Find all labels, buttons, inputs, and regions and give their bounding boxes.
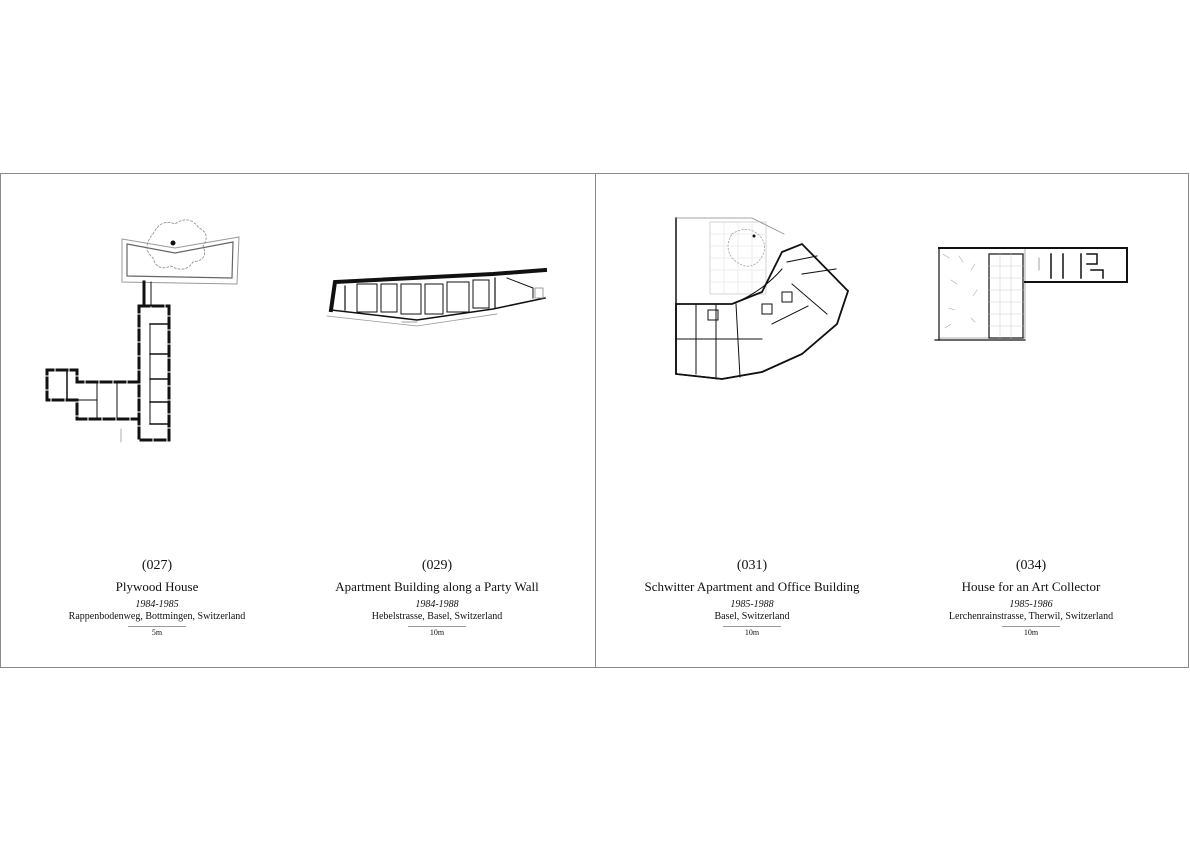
project-title: Schwitter Apartment and Office Building (644, 579, 860, 594)
project-years: 1985-1986 (1009, 599, 1053, 610)
project-034: (034) House for an Art Collector 1985-19… (891, 174, 1171, 667)
project-years: 1984-1988 (415, 599, 459, 610)
scale-label: 10m (744, 628, 760, 637)
project-031: (031) Schwitter Apartment and Office Bui… (612, 174, 892, 667)
project-title: House for an Art Collector (961, 579, 1101, 594)
caption-027: (027) Plywood House 1984-1985 Rappenbode… (17, 558, 297, 638)
project-location: Rappenbodenweg, Bottmingen, Switzerland (68, 611, 246, 622)
caption-034: (034) House for an Art Collector 1985-19… (891, 558, 1171, 638)
project-number: (031) (736, 558, 768, 573)
project-location: Basel, Switzerland (714, 611, 790, 622)
project-years: 1985-1988 (730, 599, 774, 610)
plan-party-wall-building (326, 267, 548, 327)
page-fold (595, 174, 596, 667)
scale-bar (128, 626, 186, 627)
scale-label: 10m (429, 628, 445, 637)
caption-029: (029) Apartment Building along a Party W… (297, 558, 577, 638)
project-027: (027) Plywood House 1984-1985 Rappenbode… (17, 174, 297, 667)
scale-bar (723, 626, 781, 627)
project-title: Plywood House (115, 579, 199, 594)
project-number: (029) (421, 558, 453, 573)
plan-schwitter-building (675, 217, 850, 380)
scale-bar (1002, 626, 1060, 627)
plan-plywood-house (45, 219, 240, 443)
caption-031: (031) Schwitter Apartment and Office Bui… (612, 558, 892, 638)
project-years: 1984-1985 (135, 599, 179, 610)
plan-art-collector-house (934, 247, 1128, 341)
scale-label: 10m (1023, 628, 1039, 637)
scale-bar (408, 626, 466, 627)
project-number: (034) (1015, 558, 1047, 573)
project-number: (027) (141, 558, 173, 573)
project-location: Lerchenrainstrasse, Therwil, Switzerland (948, 611, 1114, 622)
project-location: Hebelstrasse, Basel, Switzerland (371, 611, 503, 622)
scale-label: 5m (151, 628, 163, 637)
project-title: Apartment Building along a Party Wall (335, 579, 539, 594)
project-029: (029) Apartment Building along a Party W… (297, 174, 577, 667)
book-spread: (027) Plywood House 1984-1985 Rappenbode… (0, 173, 1189, 668)
